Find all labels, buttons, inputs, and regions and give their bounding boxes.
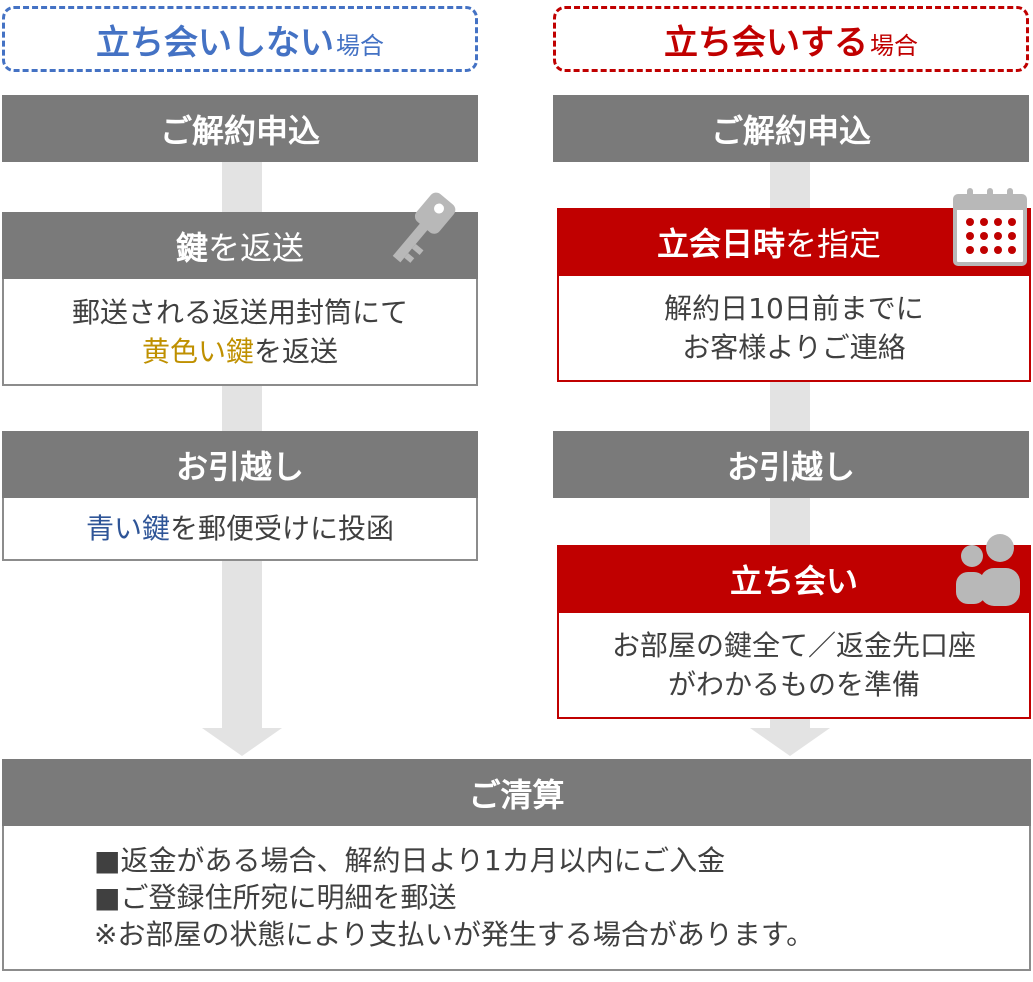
left-step-moving-rest: を郵便受けに投函 <box>170 512 395 545</box>
right-step-schedule-rest: を指定 <box>785 225 882 263</box>
left-step-return-key-bold: 鍵 <box>175 228 208 267</box>
left-step-moving: お引越し <box>2 431 478 498</box>
key-icon <box>383 186 459 274</box>
right-step-schedule-header: 立会日時を指定 <box>557 208 1031 276</box>
left-step-moving-body: 青い鍵を郵便受けに投函 <box>2 498 478 561</box>
right-step-attendance-line2: がわかるものを準備 <box>667 668 920 701</box>
calendar-icon <box>950 186 1030 268</box>
left-step-cancel-request-label: ご解約申込 <box>159 111 320 150</box>
left-step-return-key-line2-rest: を返送 <box>254 334 339 368</box>
left-step-return-key-header: 鍵を返送 <box>2 212 478 279</box>
right-step-schedule-line1: 解約日10日前までに <box>664 292 924 325</box>
settlement-line: ■返金がある場合、解約日より1カ月以内にご入金 <box>94 844 726 877</box>
settlement-body: ■返金がある場合、解約日より1カ月以内にご入金 ■ご登録住所宛に明細を郵送 ※お… <box>2 826 1031 971</box>
right-step-schedule-bold: 立会日時 <box>657 225 786 263</box>
left-step-return-key-line2: 黄色い鍵を返送 <box>142 332 338 371</box>
settlement-header: ご清算 <box>2 759 1031 826</box>
left-header-no-attendance: 立ち会いしない 場合 <box>2 6 478 72</box>
right-step-attendance-line1: お部屋の鍵全て／返金先口座 <box>611 629 976 662</box>
left-step-moving-line: 青い鍵を郵便受けに投函 <box>86 509 394 548</box>
right-step-moving: お引越し <box>553 431 1029 498</box>
right-header-with-attendance: 立ち会いする 場合 <box>553 6 1029 72</box>
right-step-schedule-line2: お客様よりご連絡 <box>682 331 906 364</box>
left-header-suffix: 場合 <box>336 31 384 60</box>
left-header-title: 立ち会いしない <box>96 22 334 63</box>
settlement-title: ご清算 <box>468 775 565 814</box>
right-step-cancel-request: ご解約申込 <box>553 95 1029 162</box>
right-step-attendance-body: お部屋の鍵全て／返金先口座 がわかるものを準備 <box>557 613 1031 719</box>
right-header-suffix: 場合 <box>870 31 918 60</box>
right-step-attendance-header: 立ち会い <box>557 545 1031 613</box>
blue-key-text: 青い鍵 <box>85 512 170 545</box>
left-step-return-key-rest: を返送 <box>208 228 305 267</box>
yellow-key-text: 黄色い鍵 <box>141 334 254 368</box>
right-step-attendance-label: 立ち会い <box>729 562 858 600</box>
settlement-line: ■ご登録住所宛に明細を郵送 <box>94 881 457 914</box>
settlement-line: ※お部屋の状態により支払いが発生する場合があります。 <box>94 918 815 951</box>
right-step-cancel-request-label: ご解約申込 <box>710 111 871 150</box>
people-icon <box>950 528 1024 608</box>
right-step-schedule-body: 解約日10日前までに お客様よりご連絡 <box>557 276 1031 382</box>
left-step-cancel-request: ご解約申込 <box>2 95 478 162</box>
settlement-lines: ■返金がある場合、解約日より1カ月以内にご入金 ■ご登録住所宛に明細を郵送 ※お… <box>94 842 814 953</box>
left-step-moving-label: お引越し <box>175 447 304 486</box>
right-step-moving-label: お引越し <box>726 447 855 486</box>
left-flow-arrowhead <box>202 728 282 756</box>
right-header-title: 立ち会いする <box>664 22 868 63</box>
left-step-return-key-body: 郵送される返送用封筒にて 黄色い鍵を返送 <box>2 279 478 386</box>
left-step-return-key-line1: 郵送される返送用封筒にて <box>71 295 408 329</box>
right-flow-arrowhead <box>750 728 830 756</box>
